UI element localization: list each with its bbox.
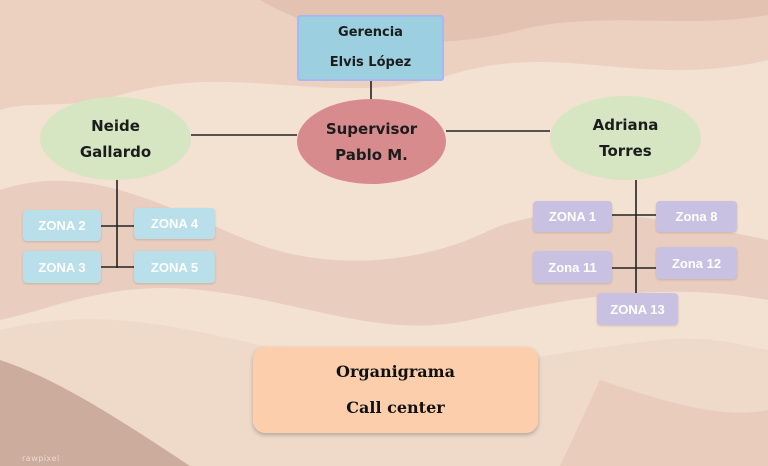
supervisor-name: Pablo M. [335, 145, 408, 164]
watermark: rawpixel [22, 454, 60, 463]
lead-node-adriana-torres: Adriana Torres [550, 96, 701, 180]
zone-label: ZONA 1 [548, 209, 597, 224]
manager-box: Gerencia Elvis López [297, 15, 444, 81]
zone-box-zona-3: ZONA 3 [23, 251, 101, 283]
lead-last-name: Torres [599, 142, 652, 160]
lead-first-name: Adriana [592, 116, 659, 134]
lead-first-name: Neide [91, 116, 140, 135]
caption-line-1: Organigrama [336, 362, 455, 381]
zone-label: ZONA 3 [38, 259, 86, 275]
zone-box-zona-5: ZONA 5 [134, 251, 215, 283]
zone-label: ZONA 5 [150, 259, 199, 275]
zone-box-zona-2: ZONA 2 [23, 210, 101, 241]
zone-label: ZONA 2 [38, 218, 86, 233]
zone-box-zona-12: Zona 12 [656, 247, 737, 279]
zone-box-zona-4: ZONA 4 [134, 208, 215, 239]
zone-box-zona-13: ZONA 13 [597, 293, 678, 325]
zone-label: Zona 11 [548, 259, 597, 275]
lead-last-name: Gallardo [79, 142, 152, 161]
manager-title: Gerencia [338, 25, 403, 40]
zone-label: Zona 12 [671, 255, 722, 271]
zone-label: Zona 8 [675, 209, 718, 224]
supervisor-title: Supervisor [325, 119, 418, 138]
lead-node-neide-gallardo: Neide Gallardo [40, 97, 191, 180]
zone-box-zona-8: Zona 8 [656, 201, 737, 232]
zone-box-zona-11: Zona 11 [533, 251, 612, 283]
manager-name: Elvis López [329, 55, 412, 70]
supervisor-node: Supervisor Pablo M. [297, 99, 446, 184]
zone-label: ZONA 4 [150, 216, 199, 231]
caption-box: Organigrama Call center [253, 347, 538, 433]
zone-label: ZONA 13 [610, 301, 665, 317]
zone-box-zona-1: ZONA 1 [533, 201, 612, 232]
caption-line-2: Call center [346, 398, 445, 417]
